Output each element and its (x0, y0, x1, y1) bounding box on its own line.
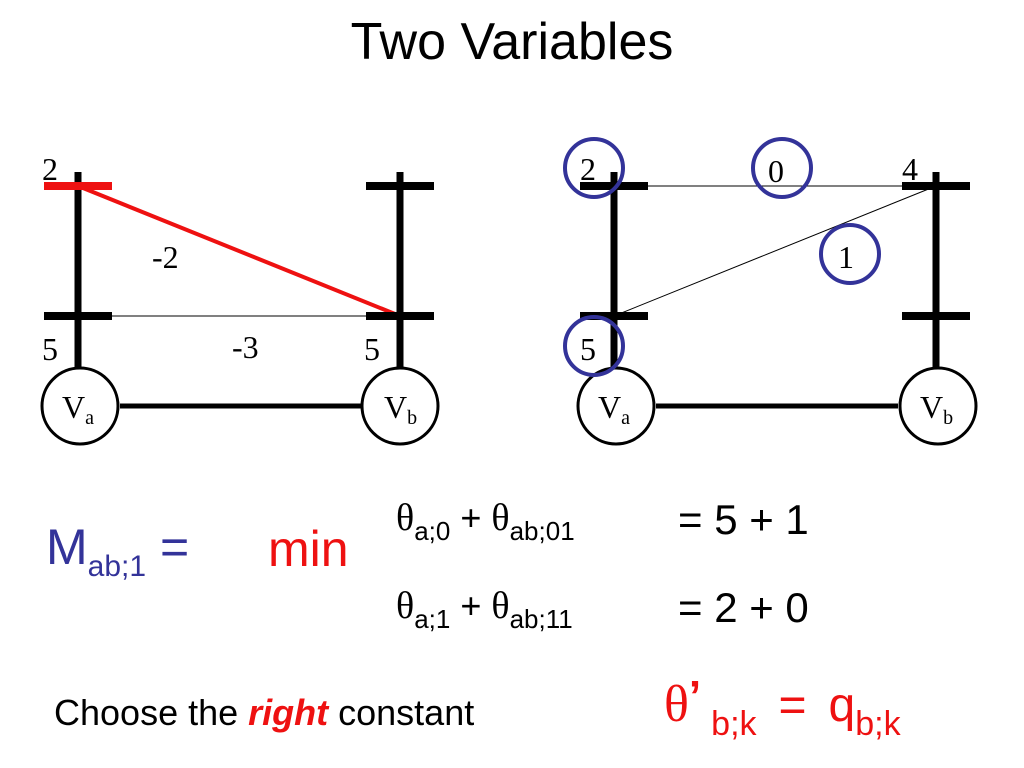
left-label-a1: 2 (42, 151, 58, 187)
right-node-b-label: Vb (920, 389, 953, 429)
highlight-circle-edge-top (751, 137, 813, 199)
left-edge-a0-b0-weight: -3 (232, 329, 259, 365)
highlight-circle-edge-diag (819, 223, 881, 285)
equation-row-2: θa;1 + θab;11 (396, 585, 573, 634)
diagram-canvas: Va Vb 2 5 5 -2 -3 Va Vb 2 5 4 0 1 (40, 137, 978, 446)
left-label-b0: 5 (364, 331, 380, 367)
right-node-b (898, 366, 978, 446)
right-label-a0: 5 (580, 331, 596, 367)
left-node-b (360, 366, 440, 446)
equation-row-1: θa;0 + θab;01 (396, 497, 575, 546)
footer-emphasis: right (248, 692, 329, 733)
right-label-b1: 4 (902, 151, 918, 187)
footer-text: Choose the right constant (54, 692, 475, 733)
message-m-sub: ab;1 (87, 550, 147, 583)
highlight-circle-a0 (563, 315, 625, 377)
min-label: min (268, 521, 349, 577)
left-edge-a1-b0 (77, 184, 401, 318)
right-node-a (576, 366, 656, 446)
left-diagram: Va Vb 2 5 5 -2 -3 (40, 151, 440, 446)
theta-symbol: θ (396, 585, 415, 627)
right-node-a-label: Va (598, 389, 630, 429)
left-node-a (40, 366, 120, 446)
right-edge-diag (613, 185, 937, 317)
right-diagram: Va Vb 2 5 4 0 1 (563, 137, 978, 446)
highlight-circle-a1 (563, 137, 625, 199)
right-edge-top-weight: 0 (768, 153, 784, 189)
equation-row-1-rhs: = 5 + 1 (678, 496, 809, 543)
right-label-a1: 2 (580, 151, 596, 187)
theta-symbol: θ (664, 676, 689, 733)
theta-symbol: θ (491, 585, 510, 627)
left-edge-a1-b0-weight: -2 (152, 239, 179, 275)
left-node-a-label: Va (62, 389, 94, 429)
theta-symbol: θ (491, 497, 510, 539)
page-title: Two Variables (350, 13, 674, 71)
message-equals: = (146, 519, 190, 575)
message-label: Mab;1 = (46, 518, 189, 584)
left-node-b-label: Vb (384, 389, 417, 429)
message-m: M (46, 519, 88, 575)
left-label-a0: 5 (42, 331, 58, 367)
footer-formula: θ’b;k=qb;k (664, 672, 901, 743)
theta-symbol: θ (396, 497, 415, 539)
right-edge-diag-weight: 1 (838, 239, 854, 275)
equation-row-2-rhs: = 2 + 0 (678, 584, 809, 631)
